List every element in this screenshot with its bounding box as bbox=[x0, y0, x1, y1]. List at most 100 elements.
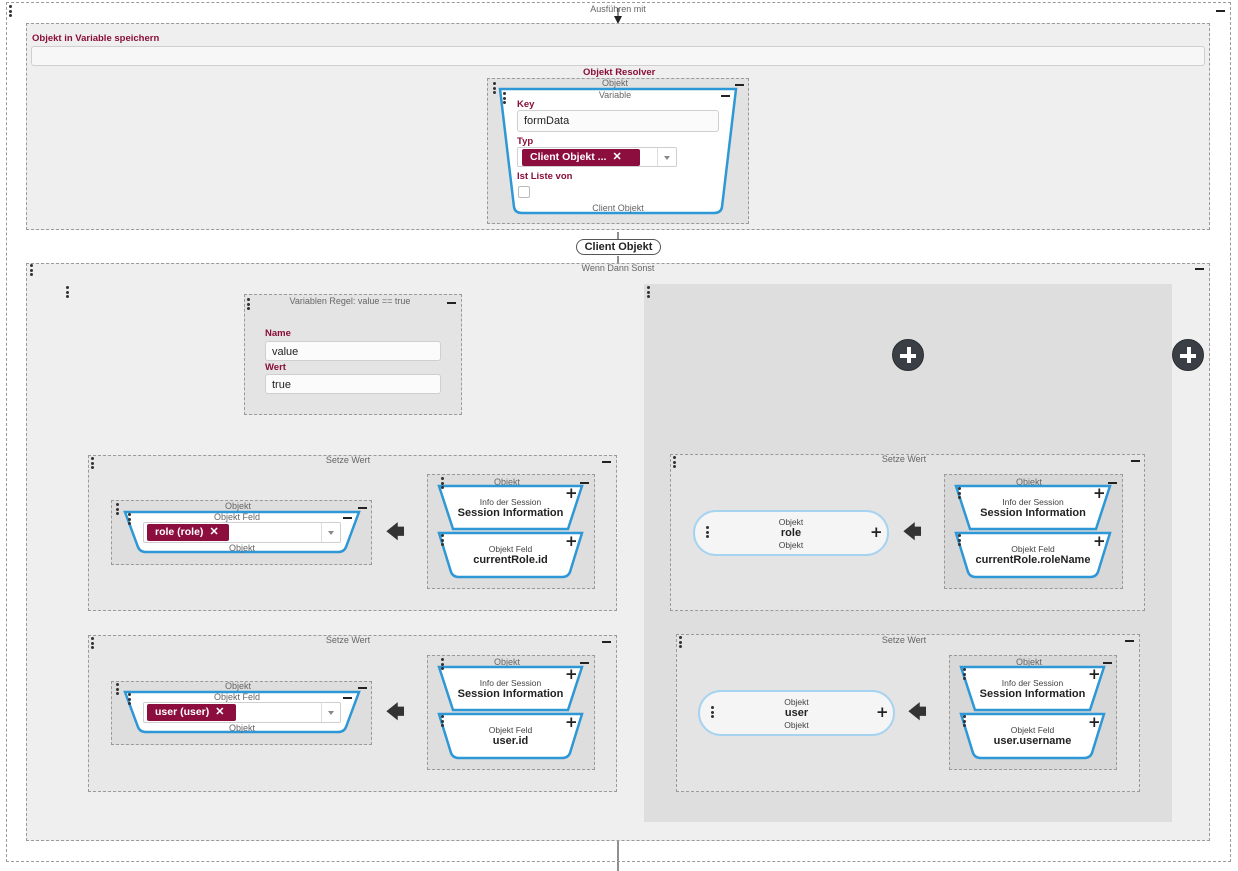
plus-icon[interactable]: + bbox=[1093, 532, 1106, 550]
user-label: user bbox=[784, 707, 809, 719]
plus-icon[interactable]: + bbox=[565, 484, 578, 502]
objekt-label: Objekt bbox=[778, 540, 804, 550]
plus-icon[interactable]: + bbox=[870, 523, 883, 541]
collapse-icon[interactable] bbox=[1125, 640, 1134, 642]
variable-label: Variable bbox=[598, 90, 632, 100]
drag-handle-icon[interactable] bbox=[441, 477, 444, 491]
collapse-icon[interactable] bbox=[447, 302, 456, 304]
close-icon[interactable]: ✕ bbox=[612, 151, 622, 163]
collapse-icon[interactable] bbox=[1108, 482, 1117, 484]
setze-wert-title: Setze Wert bbox=[325, 455, 371, 465]
objekt-label: Objekt bbox=[224, 501, 251, 511]
drag-handle-icon[interactable] bbox=[30, 264, 33, 278]
drag-handle-icon[interactable] bbox=[116, 503, 119, 517]
role-tag[interactable]: role (role)✕ bbox=[147, 524, 229, 541]
typ-tag[interactable]: Client Objekt ...✕ bbox=[522, 149, 640, 166]
arrow-left-icon: 🡄 bbox=[386, 522, 405, 542]
plus-icon[interactable]: + bbox=[876, 703, 889, 721]
plus-icon[interactable]: + bbox=[1093, 484, 1106, 502]
collapse-icon[interactable] bbox=[358, 507, 367, 509]
plus-icon[interactable]: + bbox=[565, 713, 578, 731]
ausfuehren-mit-title: Ausführen mit bbox=[590, 4, 646, 14]
objekt-in-variable-label: Objekt in Variable speichern bbox=[32, 33, 160, 44]
collapse-icon[interactable] bbox=[580, 662, 589, 664]
drag-handle-icon[interactable] bbox=[116, 683, 119, 697]
drag-handle-icon[interactable] bbox=[963, 715, 966, 729]
ist-liste-checkbox[interactable] bbox=[518, 186, 530, 198]
collapse-icon[interactable] bbox=[602, 461, 611, 463]
drag-handle-icon[interactable] bbox=[441, 534, 444, 548]
drag-handle-icon[interactable] bbox=[958, 487, 961, 501]
add-circle-icon[interactable] bbox=[892, 339, 924, 371]
drag-handle-icon[interactable] bbox=[958, 534, 961, 548]
add-circle-icon[interactable] bbox=[1172, 339, 1204, 371]
plus-icon[interactable]: + bbox=[1088, 665, 1101, 683]
collapse-icon[interactable] bbox=[721, 95, 730, 97]
objekt-label: Objekt bbox=[1015, 477, 1042, 487]
field-value-label: user.username bbox=[993, 735, 1072, 747]
session-information-label: Session Information bbox=[979, 688, 1086, 700]
collapse-icon[interactable] bbox=[343, 517, 352, 519]
close-icon[interactable]: ✕ bbox=[209, 526, 219, 538]
objekt-label: Objekt bbox=[224, 681, 251, 691]
arrow-left-icon: 🡄 bbox=[386, 702, 405, 722]
objekt-feld-field-node: Objekt Feld currentRole.id bbox=[437, 531, 584, 579]
objekt-label: Objekt bbox=[784, 720, 809, 730]
collapse-icon[interactable] bbox=[580, 482, 589, 484]
drag-handle-icon[interactable] bbox=[673, 456, 676, 470]
field-value-label: user.id bbox=[492, 735, 529, 747]
drag-handle-icon[interactable] bbox=[91, 637, 94, 651]
collapse-icon[interactable] bbox=[602, 641, 611, 643]
info-der-session-label: Info der Session bbox=[479, 678, 542, 688]
drag-handle-icon[interactable] bbox=[679, 636, 682, 650]
collapse-icon[interactable] bbox=[1195, 268, 1204, 270]
objekt-feld-field-node: Objekt Feld user.username bbox=[959, 712, 1106, 760]
drag-handle-icon[interactable] bbox=[66, 286, 69, 300]
drag-handle-icon[interactable] bbox=[963, 668, 966, 682]
collapse-icon[interactable] bbox=[1131, 460, 1140, 462]
collapse-icon[interactable] bbox=[735, 84, 744, 86]
drag-handle-icon[interactable] bbox=[706, 526, 709, 540]
drag-handle-icon[interactable] bbox=[441, 658, 444, 672]
wenn-dann-sonst-title: Wenn Dann Sonst bbox=[581, 263, 655, 273]
collapse-icon[interactable] bbox=[343, 697, 352, 699]
drag-handle-icon[interactable] bbox=[503, 92, 506, 106]
drag-handle-icon[interactable] bbox=[441, 715, 444, 729]
session-information-label: Session Information bbox=[457, 688, 564, 700]
drag-handle-icon[interactable] bbox=[128, 693, 131, 707]
chevron-down-icon[interactable] bbox=[321, 523, 340, 542]
client-objekt-label: Client Objekt bbox=[592, 203, 644, 213]
chevron-down-icon[interactable] bbox=[321, 703, 340, 722]
collapse-icon[interactable] bbox=[1216, 10, 1225, 12]
plus-icon[interactable]: + bbox=[565, 532, 578, 550]
close-icon[interactable]: ✕ bbox=[215, 706, 225, 718]
collapse-icon[interactable] bbox=[1103, 662, 1112, 664]
session-info-node: Info der Session Session Information bbox=[959, 665, 1106, 712]
role-object-pill: Objekt role Objekt bbox=[693, 510, 889, 556]
plus-icon[interactable]: + bbox=[565, 665, 578, 683]
objekt-feld-label: Objekt Feld bbox=[488, 544, 533, 554]
name-input[interactable]: value bbox=[265, 341, 441, 361]
wert-input[interactable]: true bbox=[265, 374, 441, 394]
drag-handle-icon[interactable] bbox=[493, 82, 496, 96]
drag-handle-icon[interactable] bbox=[128, 513, 131, 527]
arrow-left-icon: 🡄 bbox=[908, 702, 927, 722]
drag-handle-icon[interactable] bbox=[711, 706, 714, 720]
session-info-node: Info der Session Session Information bbox=[437, 665, 584, 712]
drag-handle-icon[interactable] bbox=[647, 286, 650, 300]
drag-handle-icon[interactable] bbox=[247, 298, 250, 312]
key-input[interactable]: formData bbox=[517, 110, 719, 132]
user-tag-text: user (user) bbox=[155, 706, 210, 718]
setze-wert-title: Setze Wert bbox=[325, 635, 371, 645]
drag-handle-icon[interactable] bbox=[9, 5, 12, 19]
variablen-regel-title: Variablen Regel: value == true bbox=[289, 296, 411, 306]
collapse-icon[interactable] bbox=[358, 687, 367, 689]
objekt-in-variable-input[interactable] bbox=[31, 46, 1205, 66]
wert-label: Wert bbox=[265, 362, 286, 373]
plus-icon[interactable]: + bbox=[1088, 713, 1101, 731]
ausfuehren-mit-block bbox=[6, 2, 1231, 862]
typ-label: Typ bbox=[517, 136, 534, 147]
drag-handle-icon[interactable] bbox=[91, 457, 94, 471]
user-tag[interactable]: user (user) ✕ bbox=[147, 704, 236, 721]
chevron-down-icon[interactable] bbox=[657, 148, 676, 166]
